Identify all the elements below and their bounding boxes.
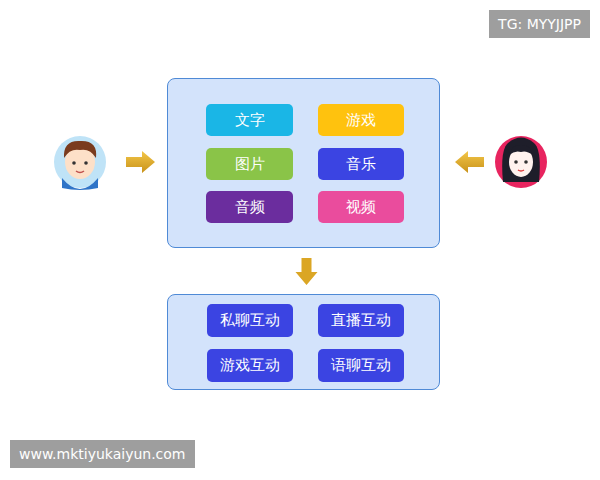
button-label: 直播互动 [331, 311, 391, 330]
feature-button: 游戏 [318, 104, 404, 136]
button-label: 文字 [235, 111, 265, 130]
button-label: 音乐 [346, 155, 376, 174]
flow-arrow [296, 258, 318, 285]
button-label: 图片 [235, 155, 265, 174]
button-label: 私聊互动 [220, 311, 280, 330]
button-label: 游戏互动 [220, 356, 280, 375]
feature-button: 视频 [318, 191, 404, 223]
boy-avatar [54, 136, 106, 190]
feature-button: 语聊互动 [318, 349, 404, 382]
input-arrow [455, 151, 484, 173]
girl-avatar [495, 136, 547, 188]
input-arrow [126, 151, 155, 173]
feature-button: 图片 [206, 148, 293, 180]
button-label: 音频 [235, 198, 265, 217]
feature-button: 文字 [206, 104, 293, 136]
group-panel: 私聊互动 直播互动游戏互动 语聊互动 [167, 294, 440, 390]
feature-button: 音频 [206, 191, 293, 223]
feature-button: 游戏互动 [207, 349, 293, 382]
group-panel: 文字 游戏图片 音乐音频 视频 [167, 78, 440, 248]
feature-button: 直播互动 [318, 304, 404, 337]
button-label: 视频 [346, 198, 376, 217]
button-label: 语聊互动 [331, 356, 391, 375]
feature-button: 私聊互动 [207, 304, 293, 337]
feature-button: 音乐 [318, 148, 404, 180]
watermark-label: TG: MYYJJPP [489, 10, 590, 38]
button-label: 游戏 [346, 111, 376, 130]
watermark-url: www.mktiyukaiyun.com [10, 440, 195, 468]
